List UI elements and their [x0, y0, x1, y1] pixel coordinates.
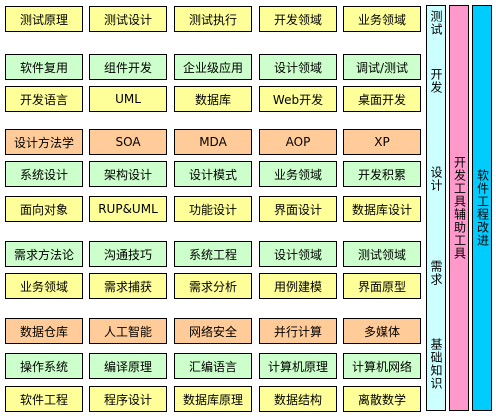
- topic-cell: 沟通技巧: [89, 241, 167, 267]
- topic-cell: 并行计算: [259, 318, 337, 344]
- topic-cell: RUP&UML: [89, 196, 167, 222]
- stage-label-dev: 开发: [427, 68, 445, 94]
- topic-cell: 测试领域: [343, 241, 421, 267]
- topic-cell: 数据库设计: [343, 196, 421, 222]
- topic-cell: 网络安全: [174, 318, 252, 344]
- topic-cell: 架构设计: [89, 161, 167, 187]
- topic-cell: 数据库: [174, 86, 252, 112]
- topic-cell: 业务领域: [259, 161, 337, 187]
- topic-cell: Web开发: [259, 86, 337, 112]
- topic-cell: 测试设计: [89, 6, 167, 32]
- topic-cell: 桌面开发: [343, 86, 421, 112]
- topic-cell: 数据仓库: [5, 318, 83, 344]
- topic-cell: 业务领域: [343, 6, 421, 32]
- topic-cell: 计算机原理: [259, 353, 337, 379]
- topic-cell: 软件工程: [5, 386, 83, 412]
- topic-cell: 面向对象: [5, 196, 83, 222]
- topic-cell: 测试原理: [5, 6, 83, 32]
- topic-cell: AOP: [259, 129, 337, 155]
- topic-cell: MDA: [174, 129, 252, 155]
- topic-cell: 离散数学: [343, 386, 421, 412]
- topic-cell: 数据库原理: [174, 386, 252, 412]
- topic-cell: 开发语言: [5, 86, 83, 112]
- topic-cell: 计算机网络: [343, 353, 421, 379]
- topic-cell: 功能设计: [174, 196, 252, 222]
- topic-cell: 设计领域: [259, 54, 337, 80]
- tools-bar-label: 开发工具辅助工具: [452, 156, 467, 260]
- topic-cell: 需求方法论: [5, 241, 83, 267]
- tools-bar: 开发工具辅助工具: [449, 5, 469, 411]
- topic-cell: 调试/测试: [343, 54, 421, 80]
- topic-cell: SOA: [89, 129, 167, 155]
- topic-cell: 业务领域: [5, 273, 83, 299]
- topic-cell: 数据结构: [259, 386, 337, 412]
- topic-cell: 软件复用: [5, 54, 83, 80]
- stage-label: 基础知识: [429, 338, 443, 390]
- topic-cell: 编译原理: [89, 353, 167, 379]
- topic-cell: 人工智能: [89, 318, 167, 344]
- topic-cell: 组件开发: [89, 54, 167, 80]
- topic-cell: 程序设计: [89, 386, 167, 412]
- topic-cell: 开发积累: [343, 161, 421, 187]
- topic-cell: 系统工程: [174, 241, 252, 267]
- topic-cell: 测试执行: [174, 6, 252, 32]
- topic-cell: 界面原型: [343, 273, 421, 299]
- process-bar: 软件工程改进: [472, 5, 492, 411]
- stage-label: 开发: [429, 68, 443, 94]
- topic-cell: 系统设计: [5, 161, 83, 187]
- topic-cell: 界面设计: [259, 196, 337, 222]
- topic-cell: XP: [343, 129, 421, 155]
- stage-label-design: 设计: [427, 166, 445, 192]
- topic-cell: 汇编语言: [174, 353, 252, 379]
- topic-cell: 需求捕获: [89, 273, 167, 299]
- topic-cell: 企业级应用: [174, 54, 252, 80]
- topic-cell: 设计方法学: [5, 129, 83, 155]
- topic-cell: 用例建模: [259, 273, 337, 299]
- topic-cell: 多媒体: [343, 318, 421, 344]
- process-bar-label: 软件工程改进: [475, 169, 490, 247]
- stage-label: 设计: [429, 166, 443, 192]
- stage-column: 测试 开发 设计 需求 基础知识: [426, 5, 446, 411]
- stage-label: 需求: [429, 260, 443, 286]
- topic-cell: 设计领域: [259, 241, 337, 267]
- stage-label-req: 需求: [427, 260, 445, 286]
- stage-label-basics: 基础知识: [427, 338, 445, 390]
- topic-cell: UML: [89, 86, 167, 112]
- stage-label: 测试: [429, 10, 443, 36]
- stage-label-test: 测试: [427, 10, 445, 36]
- topic-cell: 开发领域: [259, 6, 337, 32]
- topic-cell: 操作系统: [5, 353, 83, 379]
- topic-cell: 设计模式: [174, 161, 252, 187]
- topic-cell: 需求分析: [174, 273, 252, 299]
